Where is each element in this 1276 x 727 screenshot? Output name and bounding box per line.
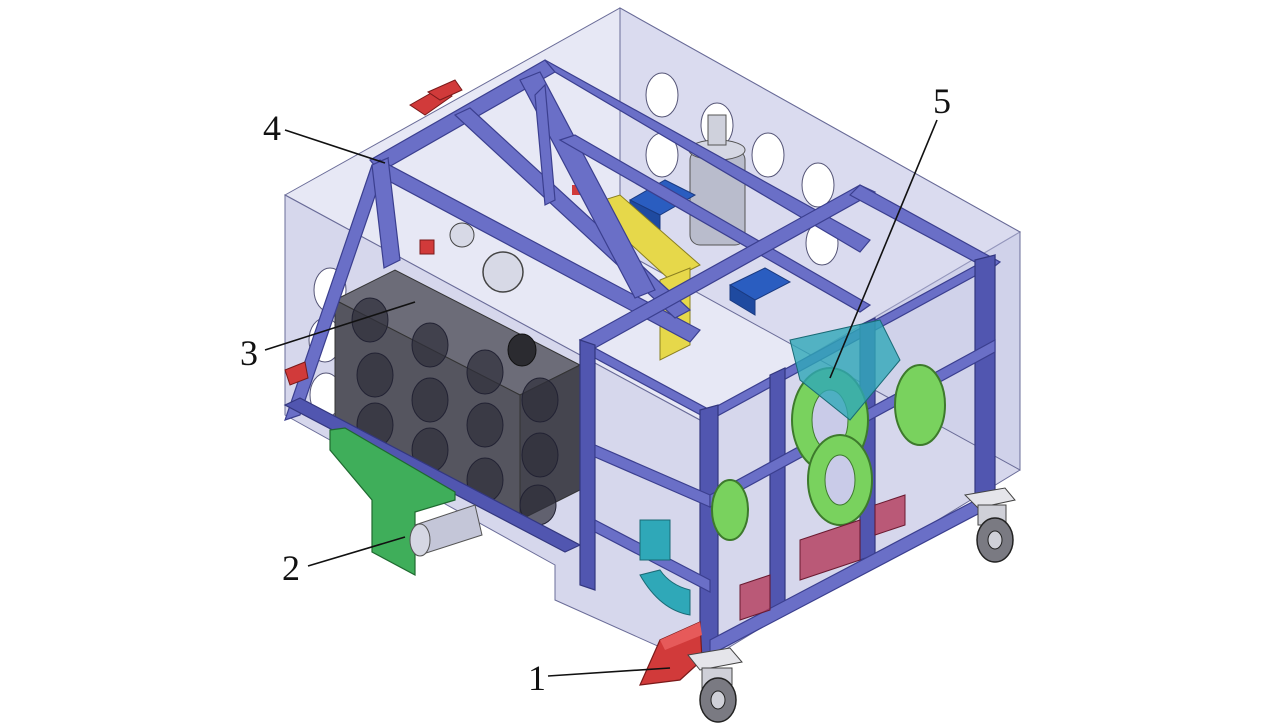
- rear-hooks: [284, 79, 463, 386]
- caster-front: [687, 647, 743, 723]
- leader-2: [307, 536, 406, 567]
- leader-lines: [264, 119, 938, 677]
- blade-mounts: [739, 494, 906, 621]
- leader-5: [829, 119, 938, 379]
- leader-3: [264, 301, 416, 351]
- callout-3: 3: [240, 333, 258, 373]
- main-frame: [283, 59, 872, 553]
- callout-5: 5: [933, 81, 951, 121]
- cam-wheels: [639, 319, 946, 616]
- callout-4: 4: [263, 108, 281, 148]
- hydraulic-tank: [333, 269, 582, 526]
- callout-1: 1: [528, 658, 546, 698]
- caster-right: [963, 487, 1016, 563]
- callout-labels: 1 2 3 4 5: [240, 81, 951, 698]
- front-bracket: [329, 427, 483, 577]
- leader-1: [547, 667, 671, 677]
- callout-2: 2: [282, 548, 300, 588]
- leader-4: [284, 129, 386, 164]
